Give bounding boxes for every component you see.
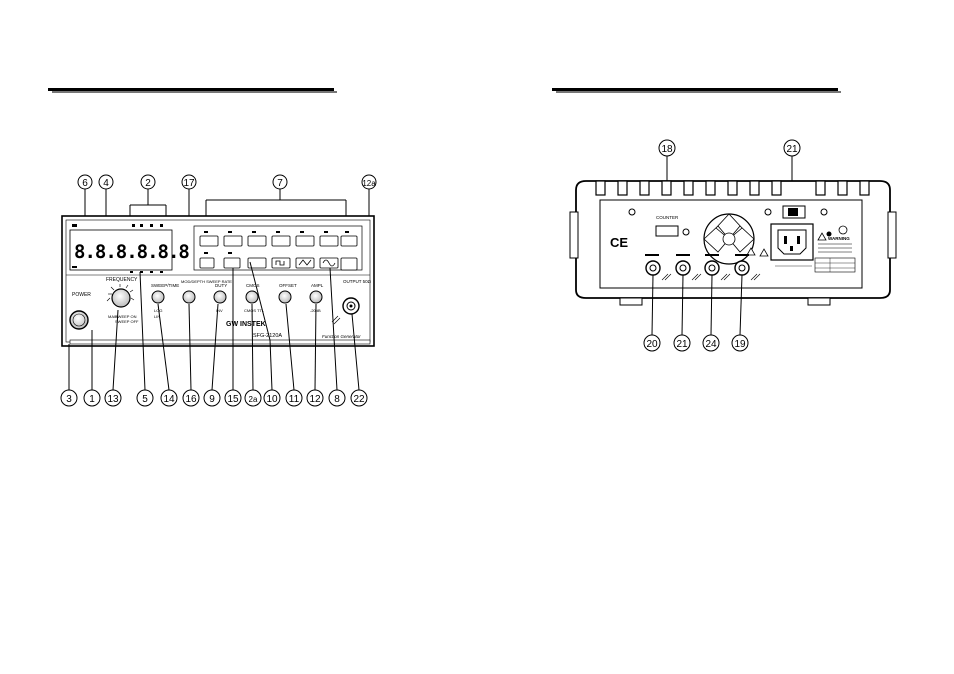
callout-label: 21 xyxy=(676,339,688,350)
callout-label: 16 xyxy=(185,394,197,405)
frequency-label: FREQUENCY xyxy=(106,277,138,283)
model-name: SFG-2120A xyxy=(253,333,282,339)
cmos-knob[interactable] xyxy=(246,291,258,303)
frequency-knob[interactable] xyxy=(112,289,130,307)
callout-label: 22 xyxy=(353,394,365,405)
ce-mark: CE xyxy=(610,235,628,250)
front-bottom-callout-labels: 3 1 13 5 14 16 9 15 2a 10 11 12 8 22 xyxy=(66,394,365,405)
offset-label: OFFSET xyxy=(279,283,297,288)
callout-label: 21 xyxy=(786,144,798,155)
range-button-1[interactable] xyxy=(200,236,218,246)
rear-panel-diagram: 18 21 COUNTER CE xyxy=(570,140,896,351)
right-handle xyxy=(888,212,896,258)
output-label: OUTPUT 50Ω xyxy=(343,279,372,284)
func-button-1[interactable] xyxy=(200,258,214,268)
callout-label: 18 xyxy=(661,144,673,155)
function-generator-label: Function Generator xyxy=(322,334,361,339)
callout-label: 24 xyxy=(705,339,717,350)
brand-logo: GW INSTEK xyxy=(226,321,266,328)
mod-depth-knob[interactable] xyxy=(183,291,195,303)
offset-knob[interactable] xyxy=(279,291,291,303)
fuse-rating-table xyxy=(815,258,855,272)
callout-label: 12a xyxy=(362,179,376,188)
callout-label: 8 xyxy=(334,394,340,405)
callout-label: 17 xyxy=(183,178,195,189)
duty-knob[interactable] xyxy=(214,291,226,303)
rear-bottom-callout-labels: 20 21 24 19 xyxy=(646,339,746,350)
callout-label: 2a xyxy=(249,395,258,404)
counter-switch[interactable] xyxy=(656,226,678,236)
callout-label: 6 xyxy=(82,178,88,189)
callout-label: 11 xyxy=(289,394,300,405)
callout-label: 19 xyxy=(734,339,746,350)
duty-label: DUTY xyxy=(215,283,227,288)
amplitude-knob[interactable] xyxy=(310,291,322,303)
callout-label: 9 xyxy=(209,394,215,405)
range-button-3[interactable] xyxy=(248,236,266,246)
sweep-time-label: SWEEP/TIME xyxy=(151,283,179,288)
func-button-7[interactable] xyxy=(341,258,357,270)
ampl-label: AMPL xyxy=(311,283,324,288)
range-button-2[interactable] xyxy=(224,236,242,246)
callout-label: 20 xyxy=(646,339,658,350)
callout-label: 7 xyxy=(277,178,283,189)
range-button-6[interactable] xyxy=(320,236,338,246)
sweep-off-label: SWEEP OFF xyxy=(115,319,139,324)
range-button-5[interactable] xyxy=(296,236,314,246)
warning-label: WARNING xyxy=(828,236,850,241)
callout-label: 10 xyxy=(266,394,278,405)
counter-label: COUNTER xyxy=(656,215,679,220)
callout-label: 4 xyxy=(103,178,109,189)
feet xyxy=(620,298,830,305)
power-label: POWER xyxy=(72,292,91,298)
square-wave-button[interactable] xyxy=(272,258,290,268)
sweep-time-knob[interactable] xyxy=(152,291,164,303)
range-button-7[interactable] xyxy=(341,236,357,246)
callout-label: 15 xyxy=(227,394,239,405)
callout-label: 2 xyxy=(145,178,151,189)
front-top-callout-labels: 6 4 2 17 7 12a xyxy=(82,178,376,189)
callout-label: 5 xyxy=(142,394,148,405)
callout-label: 3 xyxy=(66,394,72,405)
callout-label: 13 xyxy=(107,394,119,405)
rear-top-callout-labels: 18 21 xyxy=(661,144,798,155)
func-button-2[interactable] xyxy=(224,258,240,268)
cmos-label: CMOS xyxy=(246,283,260,288)
left-handle xyxy=(570,212,578,258)
led-digits: 8.8.8.8.8.8 xyxy=(74,241,189,263)
callout-label: 1 xyxy=(89,394,95,405)
range-button-4[interactable] xyxy=(272,236,290,246)
ground-terminal-icon xyxy=(839,226,847,234)
callout-label: 12 xyxy=(309,394,321,405)
callout-label: 14 xyxy=(163,394,175,405)
front-panel-diagram: 6 4 2 17 7 12a 8.8.8.8.8.8 xyxy=(61,175,376,406)
